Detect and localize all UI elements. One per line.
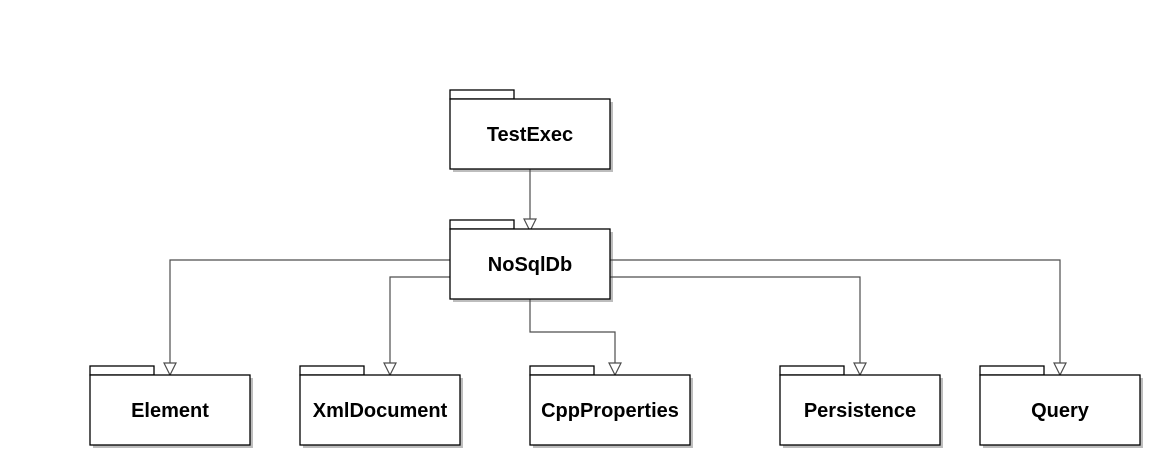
element-package-body (89, 374, 251, 446)
nosqldb-package: NoSqlDb (449, 219, 611, 300)
cppproperties-package-body (529, 374, 691, 446)
testexec-package-label: TestExec (487, 124, 573, 146)
persistence-package: Persistence (779, 365, 941, 446)
cppproperties-package-tab (529, 365, 595, 376)
dependency-nosqldb-to-element (163, 259, 450, 377)
dependency-nosqldb-to-xmldocument (383, 276, 450, 377)
dependency-line (610, 276, 861, 363)
dependency-arrowhead (523, 218, 537, 233)
query-package-body (979, 374, 1141, 446)
dependency-edges (163, 169, 1067, 377)
xmldocument-package-tab (299, 365, 365, 376)
persistence-package-label: Persistence (804, 400, 916, 422)
element-package-tab (89, 365, 155, 376)
nosqldb-package-label: NoSqlDb (488, 254, 572, 276)
dependency-nosqldb-to-persistence (610, 276, 867, 377)
dependency-arrowhead (608, 362, 622, 377)
testexec-package-tab (449, 89, 515, 100)
query-package: Query (979, 365, 1141, 446)
dependency-arrowhead (1053, 362, 1067, 377)
dependency-line (389, 276, 450, 363)
testexec-package-body (449, 98, 611, 170)
dependency-arrowhead (383, 362, 397, 377)
dependency-line (169, 259, 450, 363)
query-package-tab (979, 365, 1045, 376)
cppproperties-package: CppProperties (529, 365, 691, 446)
dependency-nosqldb-to-query (610, 259, 1067, 377)
dependency-testexec-to-nosqldb (523, 169, 537, 233)
persistence-package-tab (779, 365, 845, 376)
dependency-line (529, 299, 616, 363)
element-package: Element (89, 365, 251, 446)
element-package-label: Element (131, 400, 209, 422)
testexec-package: TestExec (449, 89, 611, 170)
xmldocument-package-body (299, 374, 461, 446)
dependency-line (610, 259, 1061, 363)
xmldocument-package-label: XmlDocument (313, 400, 448, 422)
xmldocument-package: XmlDocument (299, 365, 461, 446)
dependency-arrowhead (853, 362, 867, 377)
dependency-arrowhead (163, 362, 177, 377)
nosqldb-package-body (449, 228, 611, 300)
persistence-package-body (779, 374, 941, 446)
nosqldb-package-tab (449, 219, 515, 230)
cppproperties-package-label: CppProperties (541, 400, 679, 422)
dependency-nosqldb-to-cppproperties (529, 299, 622, 377)
query-package-label: Query (1031, 400, 1090, 422)
